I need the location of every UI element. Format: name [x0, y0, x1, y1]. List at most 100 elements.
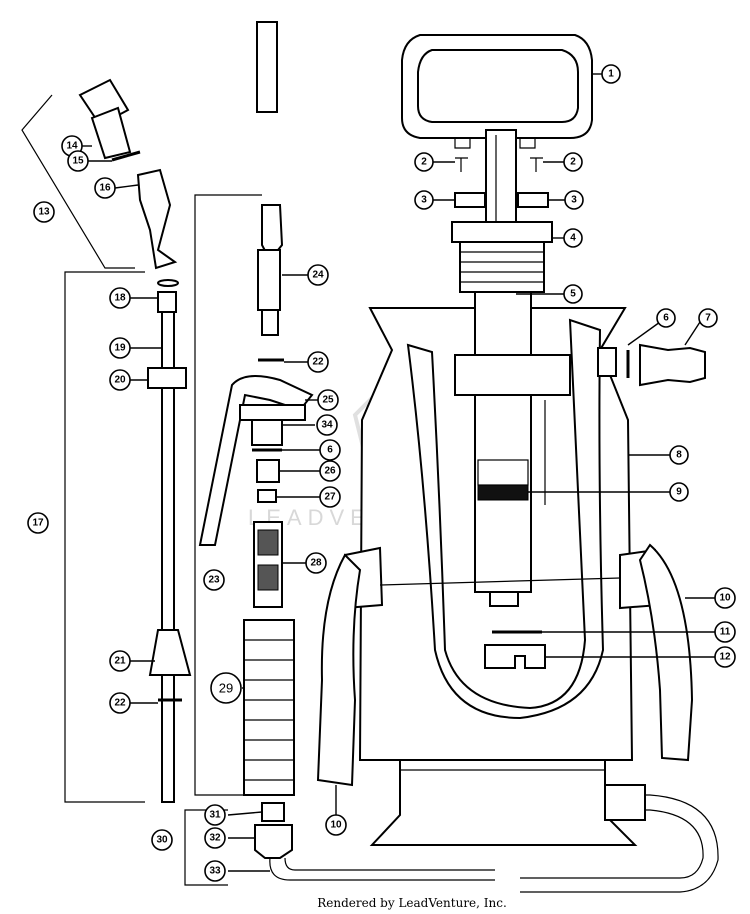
callout-23: 23 — [203, 569, 225, 591]
tank-assembly — [316, 34, 719, 893]
callout-label: 15 — [72, 156, 84, 167]
callout-31: 31 — [204, 804, 226, 826]
callouts: 1 2 2 3 3 4 5 6 7 8 9 10 11 12 10 13 14 … — [27, 64, 736, 882]
callout-label: 24 — [312, 270, 324, 281]
callout-10-left: 10 — [325, 814, 347, 836]
callout-label: 7 — [705, 313, 711, 324]
callout-27: 27 — [319, 486, 341, 508]
callout-10-right: 10 — [714, 587, 736, 609]
callout-label: 10 — [719, 593, 731, 604]
callout-label: 6 — [327, 445, 333, 456]
callout-label: 3 — [571, 195, 577, 206]
callout-3-right: 3 — [564, 190, 584, 210]
pump-cylinder — [474, 291, 532, 593]
callout-25: 25 — [317, 389, 339, 411]
piston-seal — [477, 484, 529, 501]
callout-label: 13 — [38, 207, 50, 218]
callout-label: 33 — [209, 866, 221, 877]
callout-16: 16 — [94, 177, 116, 199]
callout-24: 24 — [307, 264, 329, 286]
callout-12: 12 — [714, 646, 736, 668]
strap-left — [316, 553, 362, 787]
shutoff-valve — [257, 249, 281, 311]
callout-label: 34 — [321, 420, 333, 431]
callout-2-left: 2 — [414, 152, 434, 172]
callout-8: 8 — [669, 445, 689, 465]
callout-label: 31 — [209, 810, 221, 821]
wand-tube — [161, 311, 175, 803]
pump-cap — [451, 221, 553, 243]
clip-right — [517, 192, 549, 208]
lever-handle — [198, 375, 314, 546]
callout-label: 3 — [421, 195, 427, 206]
callout-label: 14 — [66, 141, 78, 152]
callout-32: 32 — [204, 827, 226, 849]
callout-label: 29 — [219, 681, 233, 696]
callout-label: 18 — [114, 293, 126, 304]
callout-label: 10 — [330, 820, 342, 831]
callout-7: 7 — [698, 308, 718, 328]
callout-18: 18 — [109, 287, 131, 309]
extension-tube — [256, 21, 278, 113]
callout-2-right: 2 — [563, 152, 583, 172]
callout-label: 2 — [570, 157, 576, 168]
callout-label: 1 — [608, 69, 614, 80]
callout-label: 8 — [676, 450, 682, 461]
callout-29: 29 — [210, 672, 242, 704]
callout-label: 23 — [208, 575, 220, 586]
callout-33: 33 — [204, 860, 226, 882]
callout-label: 22 — [312, 357, 324, 368]
callout-label: 4 — [570, 233, 576, 244]
callout-label: 22 — [114, 698, 126, 709]
callout-28: 28 — [305, 552, 327, 574]
callout-label: 20 — [114, 375, 126, 386]
callout-30: 30 — [151, 829, 173, 851]
callout-20: 20 — [109, 369, 131, 391]
callout-label: 27 — [324, 492, 336, 503]
callout-19: 19 — [109, 337, 131, 359]
callout-11: 11 — [714, 621, 736, 643]
callout-26: 26 — [319, 460, 341, 482]
relief-valve — [639, 343, 706, 387]
curved-nozzle — [136, 168, 178, 270]
strap-right — [638, 543, 694, 762]
callout-label: 25 — [322, 395, 334, 406]
callout-label: 19 — [114, 343, 126, 354]
callout-6-valve: 6 — [319, 439, 341, 461]
callout-5: 5 — [563, 284, 583, 304]
callout-21: 21 — [109, 650, 131, 672]
flex-hose — [243, 619, 295, 796]
valve-block — [484, 644, 546, 669]
callout-6-tank: 6 — [656, 308, 676, 328]
callout-label: 5 — [570, 289, 576, 300]
callout-label: 17 — [32, 518, 44, 529]
wand-assembly — [21, 21, 495, 886]
callout-label: 26 — [324, 466, 336, 477]
callout-34: 34 — [316, 414, 338, 436]
callout-4: 4 — [563, 228, 583, 248]
callout-label: 30 — [156, 835, 168, 846]
callout-label: 32 — [209, 833, 221, 844]
callout-15: 15 — [67, 150, 89, 172]
callout-3-left: 3 — [414, 190, 434, 210]
callout-22-valve: 22 — [307, 351, 329, 373]
callout-17: 17 — [27, 512, 49, 534]
screw-left — [455, 157, 468, 172]
callout-label: 12 — [719, 652, 731, 663]
clip-left — [454, 192, 486, 208]
callout-1: 1 — [601, 64, 621, 84]
screw-right — [530, 157, 543, 172]
tank-base — [369, 759, 638, 846]
callout-13: 13 — [33, 201, 55, 223]
callout-22-wand: 22 — [109, 692, 131, 714]
callout-label: 6 — [663, 313, 669, 324]
footer-credit: Rendered by LeadVenture, Inc. — [317, 896, 507, 910]
wand-nut-upper — [147, 367, 187, 389]
callout-label: 16 — [99, 183, 111, 194]
callout-label: 2 — [421, 157, 427, 168]
callout-label: 11 — [720, 627, 731, 638]
callout-label: 21 — [114, 656, 126, 667]
callout-9: 9 — [669, 482, 689, 502]
callout-label: 9 — [676, 487, 682, 498]
